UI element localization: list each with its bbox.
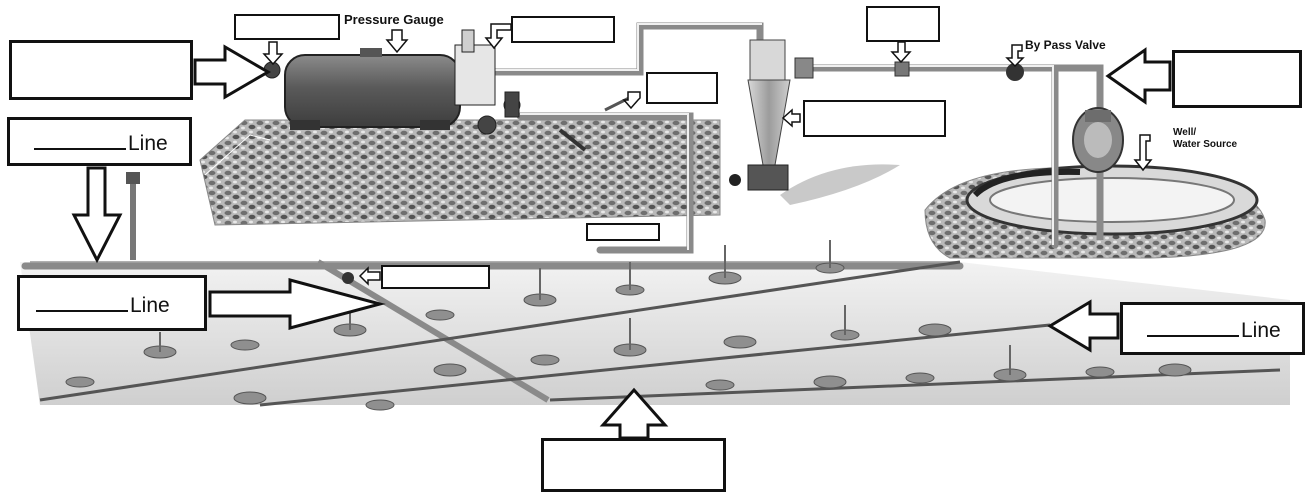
line-box-lower-left[interactable]: Line [17, 275, 207, 331]
hydrocyclone-filter [729, 39, 814, 191]
blank-box-hydrocyclone[interactable] [803, 100, 946, 137]
well-label-line2: Water Source [1173, 139, 1238, 150]
gravel-pad [199, 119, 721, 226]
arrow-left-icon [1047, 299, 1120, 353]
blank-box-pump[interactable] [1172, 50, 1302, 108]
blank-box-lower-pipe[interactable] [586, 223, 660, 241]
blank-box-water-inlet[interactable] [9, 40, 193, 100]
small-pointers [262, 23, 1153, 286]
plants [65, 262, 1192, 411]
blank-box-valve-field[interactable] [381, 265, 490, 289]
big-arrows [71, 44, 1172, 440]
line-box-label: Line [1241, 319, 1281, 342]
line-box-label: Line [130, 294, 170, 317]
bypass-valve-label: By Pass Valve [1025, 38, 1106, 52]
blank-box-valve-top[interactable] [511, 16, 615, 43]
blank-box-mid-pipe[interactable] [646, 72, 718, 104]
fill-in-blank [36, 294, 128, 312]
arrow-right-icon [208, 278, 386, 330]
fill-in-blank [34, 132, 126, 150]
pump [1072, 107, 1124, 173]
submain-pipe [316, 259, 550, 403]
well-label-line1: Well/ [1173, 127, 1197, 138]
line-box-label: Line [128, 132, 168, 155]
fertilizer-tank [284, 54, 461, 128]
valve-assembly [263, 29, 521, 135]
fill-in-blank [1147, 319, 1239, 337]
blank-box-bottom[interactable] [541, 438, 726, 492]
arrow-up-icon [599, 387, 669, 440]
main-pipes [21, 22, 1104, 270]
line-box-upper-left[interactable]: Line [7, 117, 192, 166]
arrow-down-icon [71, 166, 123, 264]
bypass-valve [1006, 63, 1024, 81]
line-box-right[interactable]: Line [1120, 302, 1305, 355]
blank-box-top-right[interactable] [866, 6, 940, 42]
lateral-lines [39, 260, 1281, 407]
arrow-left-icon [1105, 47, 1172, 105]
arrow-right-icon [193, 44, 271, 100]
pressure-gauge-label: Pressure Gauge [344, 12, 444, 27]
blank-box-tank-inlet[interactable] [234, 14, 340, 40]
